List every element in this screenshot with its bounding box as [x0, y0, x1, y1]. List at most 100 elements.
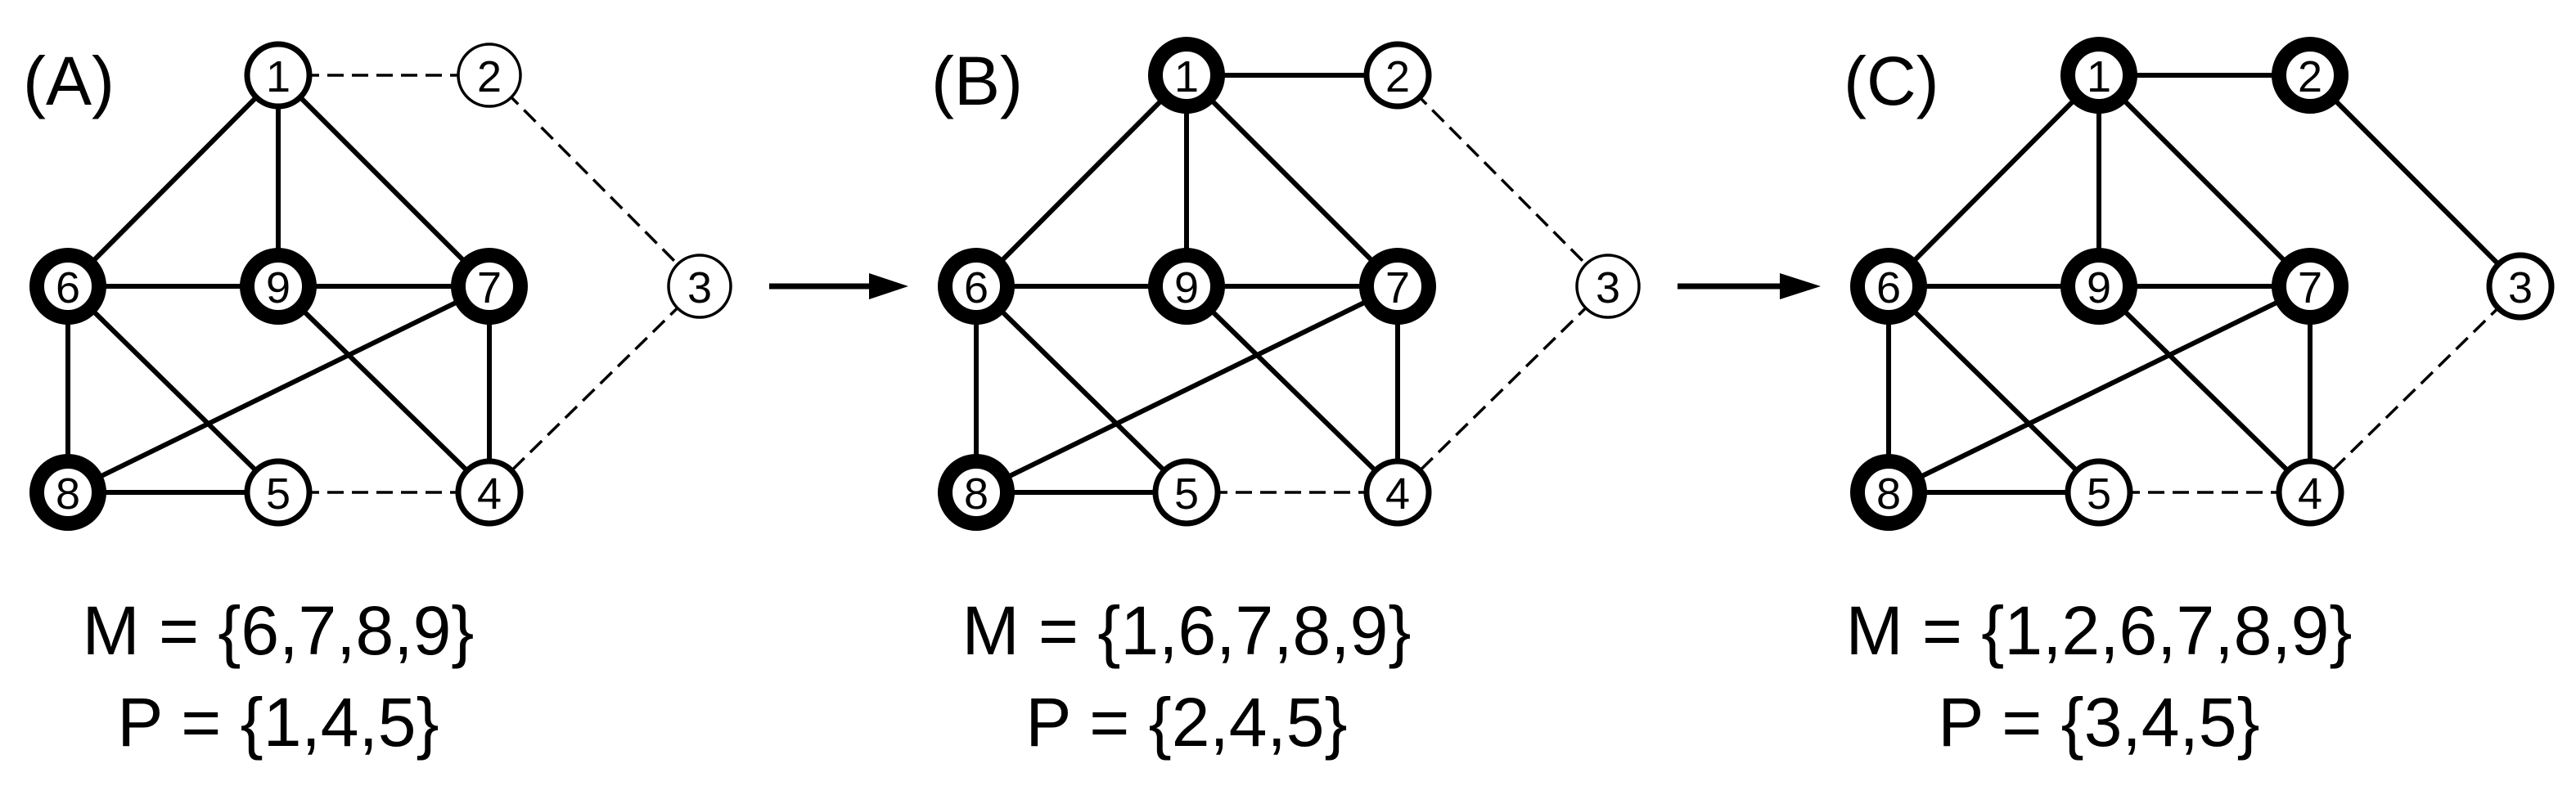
node-3: 3	[667, 254, 732, 319]
solid-edge-1-6	[974, 73, 1189, 289]
node-label: 1	[266, 52, 290, 101]
set-p-text: P = {3,4,5}	[1938, 684, 2259, 761]
node-circle	[938, 248, 1015, 325]
edges	[65, 73, 701, 495]
node-label: 4	[477, 469, 502, 519]
node-6: 6	[1850, 248, 1927, 325]
node-8: 8	[1850, 454, 1927, 531]
node-label: 6	[1876, 263, 1901, 312]
node-label: 7	[1385, 263, 1410, 312]
solid-edge-9-4	[2096, 284, 2313, 495]
node-4: 4	[455, 458, 524, 527]
node-circle	[2272, 248, 2349, 325]
node-label: 2	[2298, 52, 2322, 101]
node-circle	[1850, 248, 1927, 325]
nodes: 1 2 3 4 5 6 7 8 9	[1850, 37, 2555, 531]
solid-edge-6-5	[974, 284, 1189, 495]
node-circle	[1363, 41, 1432, 110]
node-circle	[451, 248, 528, 325]
node-label: 8	[56, 469, 80, 519]
node-label: 9	[266, 263, 290, 312]
solid-edge-7-8	[1887, 284, 2312, 495]
edges	[974, 73, 1610, 495]
solid-edge-9-4	[1184, 284, 1400, 495]
node-5: 5	[2065, 458, 2133, 527]
node-circle	[2486, 252, 2555, 321]
dashed-edge-2-3	[1396, 74, 1610, 288]
node-label: 6	[964, 263, 989, 312]
node-label: 9	[1174, 263, 1199, 312]
node-label: 7	[2298, 263, 2322, 312]
node-4: 4	[1363, 458, 1432, 527]
node-circle	[240, 248, 317, 325]
arrow-a-to-b	[769, 273, 908, 299]
node-label: 8	[1876, 469, 1901, 519]
panel-b: (B) 1 2 3 4 5 6 7 8 9 M = {1,6,7,8,9} P = {2,4,5…	[931, 37, 1641, 761]
solid-edge-1-7	[2096, 73, 2313, 289]
node-circle	[1148, 37, 1225, 114]
set-m-text: M = {6,7,8,9}	[83, 592, 475, 669]
node-1: 1	[2060, 37, 2137, 114]
node-circle	[938, 454, 1015, 531]
node-label: 8	[964, 469, 989, 519]
node-circle	[1363, 458, 1432, 527]
node-5: 5	[244, 458, 313, 527]
edges	[1886, 73, 2523, 495]
node-circle	[2060, 37, 2137, 114]
set-m-text: M = {1,6,7,8,9}	[962, 592, 1412, 669]
node-label: 1	[1174, 52, 1199, 101]
node-3: 3	[2486, 252, 2555, 321]
node-7: 7	[1359, 248, 1436, 325]
node-5: 5	[1152, 458, 1221, 527]
node-3: 3	[1575, 254, 1641, 319]
node-circle	[667, 254, 732, 319]
solid-edge-1-6	[65, 73, 281, 289]
node-circle	[244, 41, 313, 110]
node-label: 3	[1596, 263, 1620, 312]
dashed-edge-3-4	[2308, 285, 2522, 494]
nodes: 1 2 3 4 5 6 7 8 9	[29, 41, 732, 531]
solid-edge-6-5	[1886, 284, 2101, 495]
node-6: 6	[938, 248, 1015, 325]
arrow-head	[869, 273, 908, 299]
node-circle	[1148, 248, 1225, 325]
solid-edge-9-4	[276, 284, 492, 495]
node-circle	[2060, 248, 2137, 325]
node-1: 1	[244, 41, 313, 110]
solid-edge-2-3	[2308, 73, 2523, 289]
node-label: 6	[56, 263, 80, 312]
node-2: 2	[457, 43, 522, 108]
dashed-edge-3-4	[1396, 285, 1610, 494]
node-circle	[2272, 37, 2349, 114]
solid-edge-1-6	[1886, 73, 2101, 289]
set-p-text: P = {2,4,5}	[1025, 684, 1347, 761]
node-9: 9	[1148, 248, 1225, 325]
node-9: 9	[240, 248, 317, 325]
node-label: 7	[477, 263, 502, 312]
node-label: 3	[2508, 263, 2533, 312]
solid-edge-1-7	[276, 73, 492, 289]
node-label: 9	[2087, 263, 2111, 312]
node-circle	[1850, 454, 1927, 531]
node-label: 1	[2087, 52, 2111, 101]
solid-edge-6-5	[65, 284, 281, 495]
node-label: 5	[1174, 469, 1199, 519]
panel-label: (B)	[931, 43, 1023, 119]
dashed-edge-2-3	[488, 74, 701, 288]
node-2: 2	[1363, 41, 1432, 110]
solid-edge-7-8	[975, 284, 1399, 495]
solid-edge-7-8	[66, 284, 491, 495]
panel-label: (A)	[23, 43, 115, 119]
arrow-head	[1780, 273, 1821, 299]
node-circle	[29, 248, 106, 325]
node-label: 5	[2087, 469, 2111, 519]
node-label: 3	[687, 263, 712, 312]
node-6: 6	[29, 248, 106, 325]
node-7: 7	[451, 248, 528, 325]
node-circle	[29, 454, 106, 531]
node-4: 4	[2276, 458, 2344, 527]
arrow-b-to-c	[1678, 273, 1821, 299]
node-1: 1	[1148, 37, 1225, 114]
node-label: 5	[266, 469, 290, 519]
solid-edge-1-7	[1184, 73, 1400, 289]
